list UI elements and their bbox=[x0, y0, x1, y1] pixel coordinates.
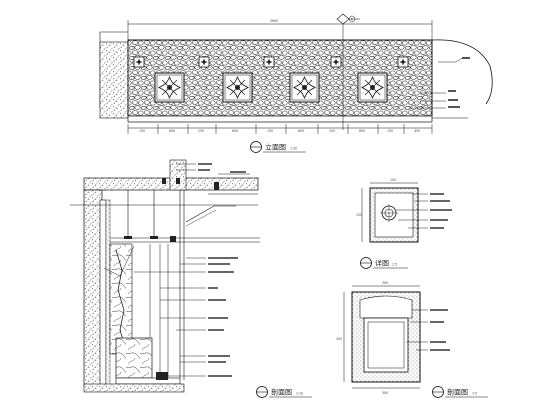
hanger-brackets bbox=[124, 178, 219, 242]
elevation-scale: 1:30 bbox=[290, 147, 297, 151]
detail-a-view: 100 150 详图 1:5 bbox=[356, 178, 452, 269]
detail-a-scale: 1:5 bbox=[392, 263, 397, 267]
detail-b-width-dim: 300 bbox=[382, 281, 388, 285]
detail-a-height-dim: 150 bbox=[356, 213, 362, 217]
section-title-block: 剖面图 1:10 bbox=[256, 386, 312, 398]
segment-dim-1: 150 bbox=[139, 129, 145, 133]
detail-a-title-block: 详图 1:5 bbox=[360, 257, 408, 269]
detail-a-leaders bbox=[396, 193, 428, 229]
small-tile-row bbox=[133, 56, 409, 68]
section-cut-marker: A bbox=[336, 13, 360, 130]
detail-b-view: 300 450 300 剖面图 1:5 bbox=[336, 281, 488, 398]
segment-dim-5: 150 bbox=[267, 129, 273, 133]
elevation-leader-notes bbox=[448, 57, 470, 108]
lower-cabinet bbox=[115, 337, 153, 379]
detail-a-notes bbox=[430, 193, 452, 229]
segment-dim-7: 150 bbox=[329, 129, 335, 133]
left-wall-section bbox=[83, 189, 103, 387]
flower-panel-row bbox=[154, 72, 388, 103]
floor-band bbox=[127, 115, 433, 123]
inner-verticals bbox=[149, 244, 169, 384]
segment-dim-6: 600 bbox=[298, 129, 304, 133]
detail-b-scale: 1:5 bbox=[472, 392, 477, 396]
detail-b-notes bbox=[430, 309, 450, 351]
segment-dim-4: 600 bbox=[232, 129, 238, 133]
elevation-title-block: 立面图 1:30 bbox=[250, 141, 306, 153]
detail-b-leaders bbox=[406, 309, 428, 351]
left-wall-hatch bbox=[99, 41, 129, 119]
segment-dim-8: 600 bbox=[359, 129, 365, 133]
door-swing-arc bbox=[431, 39, 493, 106]
detail-a-fixture bbox=[380, 204, 398, 222]
segment-dim-2: 600 bbox=[169, 129, 175, 133]
detail-ref-mark: A bbox=[351, 18, 354, 22]
overall-dimension: 3600 bbox=[127, 19, 433, 40]
elevation-leaders bbox=[410, 57, 463, 109]
detail-a-width-dim: 100 bbox=[390, 178, 396, 182]
section-title: 剖面图 bbox=[271, 388, 292, 397]
detail-b-title: 剖面图 bbox=[447, 388, 468, 397]
section-view: 剖面图 1:10 bbox=[70, 159, 312, 398]
section-scale: 1:10 bbox=[296, 392, 303, 396]
elevation-view: 3600 bbox=[99, 13, 493, 153]
detail-b-title-block: 剖面图 1:5 bbox=[432, 386, 488, 398]
detail-b-bottom-dim: 300 bbox=[382, 391, 388, 395]
floor-slab bbox=[83, 383, 185, 393]
segment-dim-3: 150 bbox=[198, 129, 204, 133]
segment-dim-10: 450 bbox=[414, 129, 420, 133]
section-leaders bbox=[134, 163, 250, 377]
ceiling-hangers bbox=[70, 190, 260, 380]
overall-dimension-text: 3600 bbox=[270, 19, 278, 23]
detail-b-height-dim: 450 bbox=[336, 337, 342, 341]
elevation-title: 立面图 bbox=[265, 143, 286, 152]
segment-dimensions: 150 600 150 600 150 600 150 600 150 450 bbox=[127, 124, 433, 134]
segment-dim-9: 150 bbox=[387, 129, 393, 133]
section-leader-notes bbox=[198, 163, 246, 377]
detail-a-title: 详图 bbox=[375, 259, 389, 268]
